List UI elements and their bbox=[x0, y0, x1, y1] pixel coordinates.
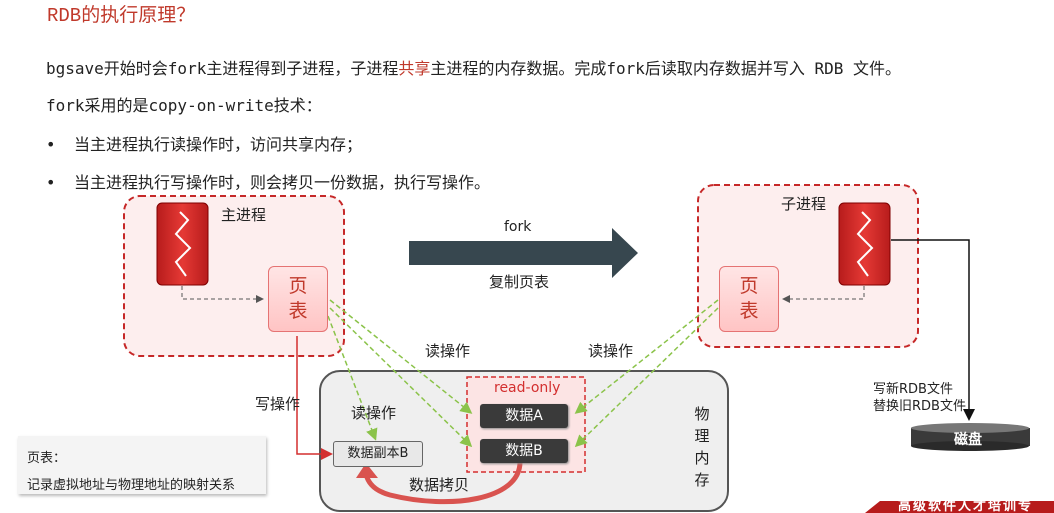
write-op-label: 写操作 bbox=[255, 395, 301, 413]
child-process-icon bbox=[838, 202, 891, 286]
legend-desc: 记录虚拟地址与物理地址的映射关系 bbox=[27, 478, 236, 493]
bullet-dot: • bbox=[46, 173, 56, 192]
fork-label: fork bbox=[504, 219, 532, 235]
bullet-dot: • bbox=[46, 135, 56, 154]
intro-text-2: 主进程的内存数据。完成fork后读取内存数据并写入 RDB 文件。 bbox=[430, 59, 902, 78]
main-page-table-char-2: 表 bbox=[288, 300, 308, 322]
bullet-write: • 当主进程执行写操作时，则会拷贝一份数据，执行写操作。 bbox=[46, 169, 490, 193]
read-op-left-label: 读操作 bbox=[425, 342, 471, 360]
disk-icon bbox=[911, 423, 1030, 451]
replace-old-rdb-label: 替换旧RDB文件 bbox=[873, 399, 966, 414]
physical-memory-char-3: 内 bbox=[694, 449, 710, 467]
page-table-legend: 页表： 记录虚拟地址与物理地址的映射关系 bbox=[18, 436, 266, 494]
physical-memory-char-4: 存 bbox=[694, 471, 710, 489]
read-arrow-main-a bbox=[329, 299, 473, 414]
data-copy-arrow-head bbox=[356, 463, 378, 478]
intro-text-1: bgsave开始时会fork主进程得到子进程，子进程 bbox=[46, 59, 399, 78]
read-op-right-label: 读操作 bbox=[588, 342, 634, 360]
data-copy-label: 数据拷贝 bbox=[409, 476, 470, 494]
physical-memory-char-1: 物 bbox=[694, 405, 710, 423]
child-page-table-char-2: 表 bbox=[739, 300, 759, 322]
write-new-rdb-label: 写新RDB文件 bbox=[873, 382, 953, 397]
child-page-table-char-1: 页 bbox=[739, 275, 759, 297]
intro-paragraph: bgsave开始时会fork主进程得到子进程，子进程共享主进程的内存数据。完成f… bbox=[46, 55, 901, 79]
main-page-table-char-1: 页 bbox=[288, 275, 308, 297]
read-arrow-child-a bbox=[574, 299, 719, 414]
read-arrow-main-copy bbox=[327, 315, 378, 441]
main-process-label: 主进程 bbox=[221, 206, 267, 224]
child-process-label: 子进程 bbox=[781, 195, 827, 213]
page-title: RDB的执行原理？ bbox=[47, 5, 196, 27]
child-to-disk-arrow bbox=[891, 239, 975, 421]
data-copy-arrow bbox=[363, 461, 523, 505]
write-arrow bbox=[296, 336, 333, 460]
bullet-write-text: 当主进程执行写操作时，则会拷贝一份数据，执行写操作。 bbox=[74, 173, 491, 192]
read-only-label: read-only bbox=[494, 380, 561, 396]
read-arrow-child-b bbox=[574, 307, 719, 448]
main-page-table: 页 表 bbox=[268, 266, 328, 332]
bullet-read: • 当主进程执行读操作时，访问共享内存； bbox=[46, 131, 362, 155]
copy-page-table-label: 复制页表 bbox=[489, 273, 550, 291]
banner-shape bbox=[865, 501, 1054, 513]
legend-title: 页表： bbox=[27, 451, 67, 466]
bullet-read-text: 当主进程执行读操作时，访问共享内存； bbox=[74, 135, 363, 154]
main-process-icon bbox=[156, 202, 209, 286]
main-to-pagetable-arrow bbox=[181, 286, 264, 303]
data-copy-b-block: 数据副本B bbox=[333, 441, 423, 467]
fork-arrow bbox=[409, 228, 638, 278]
disk-label: 磁盘 bbox=[954, 432, 982, 448]
cow-paragraph: fork采用的是copy-on-write技术： bbox=[46, 96, 322, 115]
data-a-block: 数据A bbox=[480, 404, 568, 428]
physical-memory-label: 物 理 内 存 bbox=[694, 403, 710, 491]
banner-text: 高级软件人才培训专 bbox=[898, 500, 1034, 513]
child-page-table: 页 表 bbox=[719, 266, 779, 332]
read-op-inner-label: 读操作 bbox=[351, 404, 397, 422]
child-to-pagetable-arrow bbox=[782, 286, 865, 303]
intro-highlight: 共享 bbox=[398, 59, 431, 78]
read-arrow-main-b bbox=[329, 307, 473, 448]
physical-memory-char-2: 理 bbox=[694, 427, 710, 445]
data-b-block: 数据B bbox=[480, 439, 568, 463]
